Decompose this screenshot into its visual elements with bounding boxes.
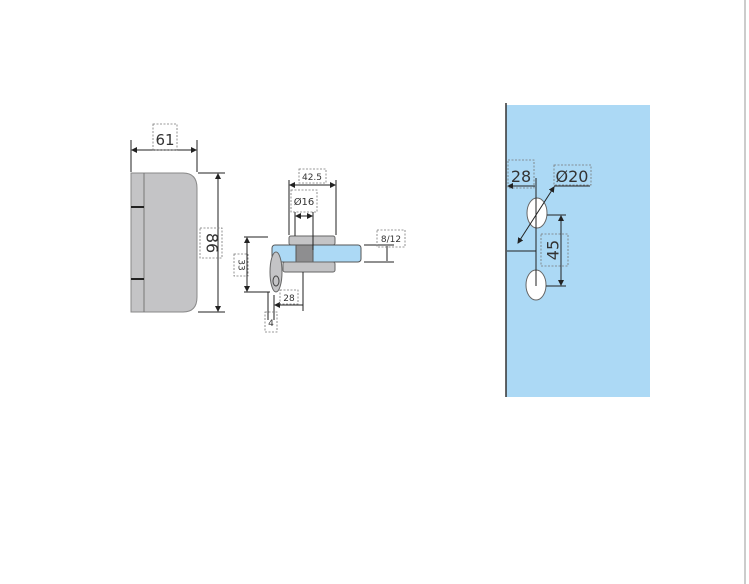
gap-dimension: 4 xyxy=(268,319,274,329)
hinge-mark xyxy=(131,206,144,208)
hinge-body xyxy=(130,172,198,313)
edge-distance-dimension: 28 xyxy=(511,167,531,186)
bolt-diameter-dimension: Ø16 xyxy=(294,196,315,208)
side-view: 42.5 Ø16 8/12 33 28 4 xyxy=(233,168,406,333)
bottom-clamp-plate xyxy=(282,261,336,273)
front-view: 61 86 xyxy=(130,123,225,313)
height-dimension-33: 33 xyxy=(236,259,246,270)
glass-panel-view: 28 Ø20 45 xyxy=(505,103,650,397)
span-dimension: 42.5 xyxy=(302,173,322,183)
hinge-mark xyxy=(131,278,144,280)
hinge-pin xyxy=(272,275,280,287)
hole-spacing-dimension: 45 xyxy=(544,240,563,260)
glass-section xyxy=(271,244,362,263)
glass-thickness-dimension: 8/12 xyxy=(381,235,401,245)
bolt-block xyxy=(295,244,314,263)
offset-dimension: 28 xyxy=(283,294,295,304)
hole-diameter-dimension: Ø20 xyxy=(556,167,589,186)
height-dimension: 86 xyxy=(203,233,222,253)
width-dimension: 61 xyxy=(155,131,174,149)
top-clamp-plate xyxy=(288,235,336,246)
